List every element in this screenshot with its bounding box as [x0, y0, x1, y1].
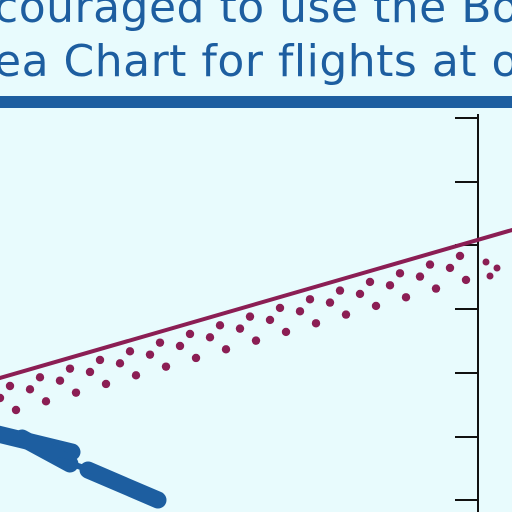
boundary-dot	[5, 381, 15, 391]
chart-frame-edge	[455, 114, 479, 512]
boundary-dot	[325, 298, 335, 307]
boundary-dot	[311, 319, 321, 328]
boundary-dot	[461, 275, 471, 285]
boundary-dot	[395, 269, 405, 278]
boundary-dot	[115, 359, 125, 368]
boundary-dot	[275, 303, 285, 313]
route-dash	[57, 457, 99, 475]
boundary-dot	[161, 362, 171, 371]
boundary-dot	[25, 385, 35, 394]
boundary-dot	[95, 355, 105, 365]
boundary-dot	[245, 312, 255, 321]
boundary-dot	[125, 347, 135, 356]
boundary-dot	[295, 307, 305, 316]
dotted-boundary-band	[0, 251, 501, 415]
boundary-dot	[493, 264, 501, 272]
boundary-dot	[205, 333, 215, 342]
boundary-dot	[365, 277, 375, 287]
boundary-dot	[85, 367, 95, 377]
boundary-dot	[431, 284, 441, 293]
boundary-dot	[221, 345, 231, 354]
boundary-dot	[445, 263, 455, 273]
boundary-dot	[265, 315, 275, 325]
boundary-dot	[425, 260, 435, 269]
boundary-dot	[305, 295, 315, 304]
boundary-dot	[65, 364, 75, 373]
boundary-dot	[401, 293, 411, 302]
boundary-dot	[482, 258, 490, 266]
boundary-dot	[155, 338, 165, 347]
notice-underline-rule	[0, 96, 512, 108]
boundary-dot	[341, 310, 351, 319]
boundary-dot	[11, 405, 21, 415]
solid-boundary-line	[0, 228, 512, 380]
boundary-dot	[175, 341, 185, 351]
boundary-dot	[185, 329, 195, 339]
boundary-dot	[71, 388, 81, 397]
boundary-dot	[235, 324, 245, 333]
boundary-dot	[486, 272, 494, 280]
boundary-dot	[355, 289, 365, 299]
boundary-dot	[55, 376, 65, 385]
boundary-dot	[455, 251, 465, 261]
boundary-dot	[251, 336, 261, 345]
boundary-dot	[131, 371, 141, 380]
boundary-dot	[101, 379, 111, 389]
dashed-route-line	[0, 425, 167, 509]
boundary-dot	[385, 281, 395, 290]
boundary-dot	[215, 321, 225, 330]
boundary-dot	[281, 327, 291, 337]
chart-notice-line-2: ea Chart for flights at o	[0, 36, 512, 87]
boundary-dot	[191, 353, 201, 363]
boundary-dot	[145, 350, 155, 359]
boundary-dot	[41, 397, 51, 406]
boundary-dot	[35, 373, 45, 382]
boundary-dot	[415, 272, 425, 281]
route-dash	[79, 461, 167, 509]
boundary-dot	[0, 393, 5, 403]
boundary-dot	[335, 286, 345, 295]
boundary-dot	[371, 301, 381, 311]
chart-notice-line-1: couraged to use the Bo	[0, 0, 512, 33]
